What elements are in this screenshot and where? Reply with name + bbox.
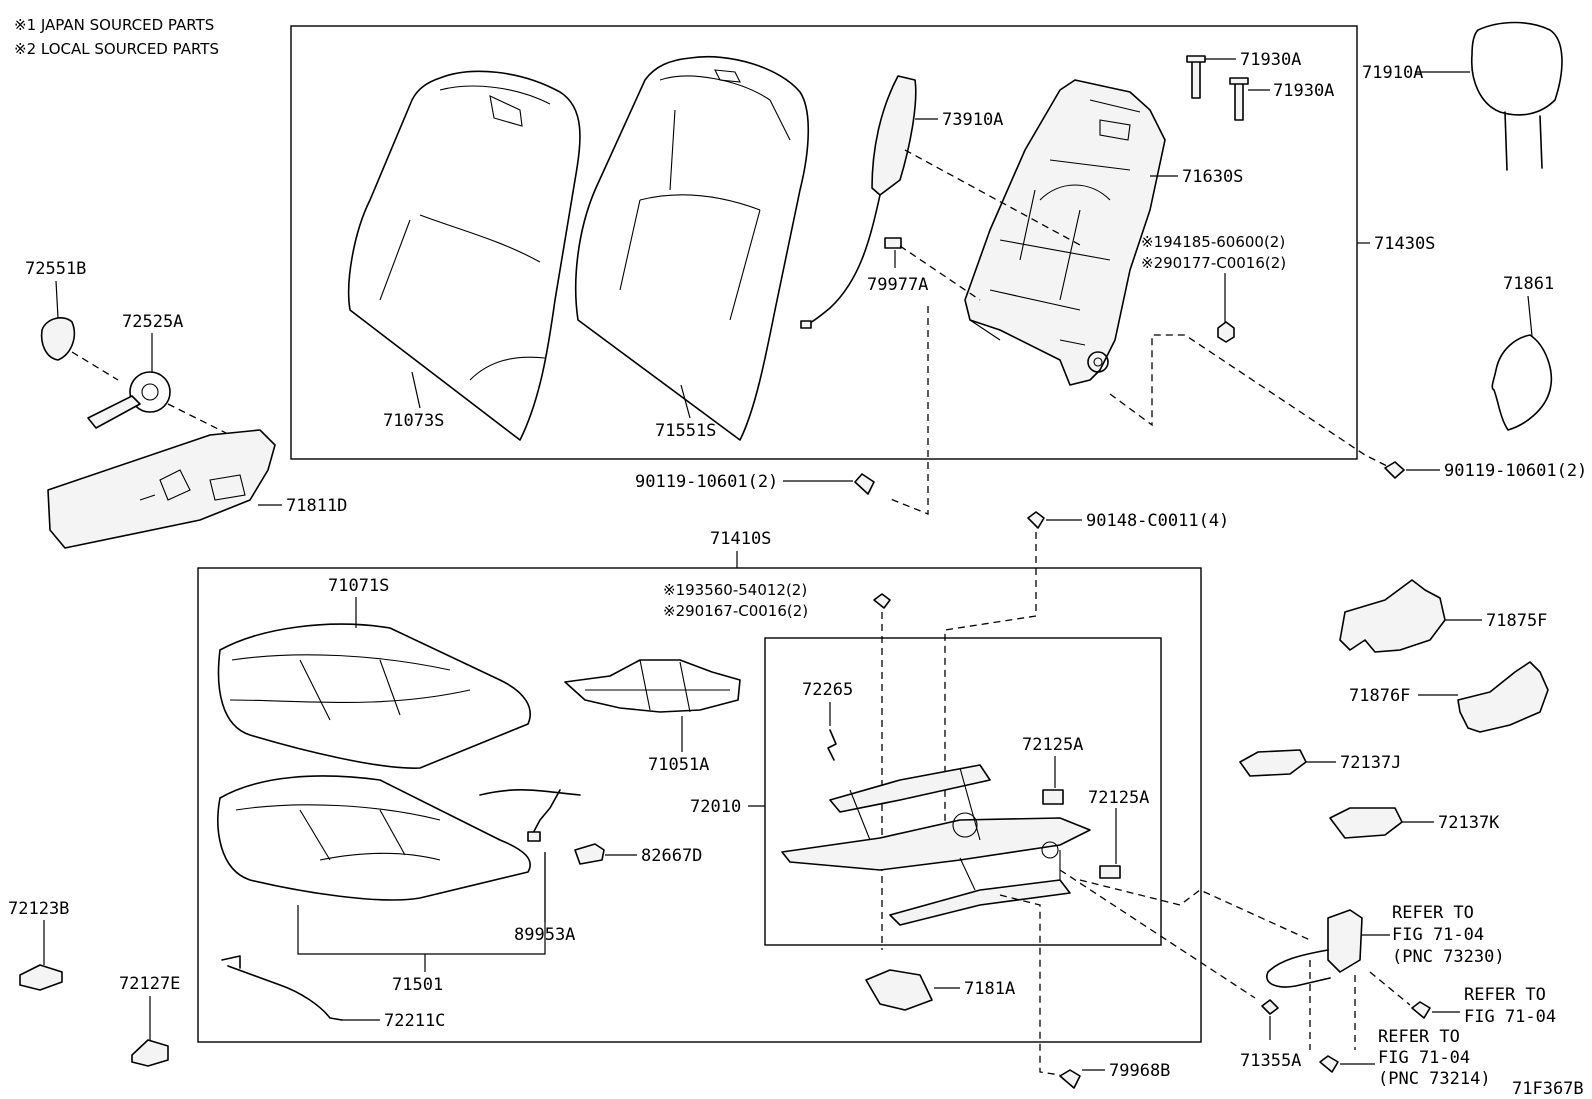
harness-drawing bbox=[479, 789, 581, 836]
seat-cushion-assembly-box bbox=[197, 567, 1202, 1043]
seat-adjuster-drawing bbox=[781, 764, 1091, 926]
label-79977a: 79977A bbox=[867, 275, 928, 295]
label-79968b: 79968B bbox=[1109, 1061, 1170, 1081]
cover-72137k-drawing bbox=[1329, 807, 1403, 839]
cushion-pad-drawing bbox=[217, 775, 531, 901]
seatback-frame-drawing bbox=[964, 79, 1166, 386]
label-71875f: 71875F bbox=[1486, 611, 1547, 631]
label-71051a: 71051A bbox=[648, 755, 709, 775]
ref3-line1: REFER TO bbox=[1378, 1027, 1460, 1047]
label-72525a: 72525A bbox=[122, 312, 183, 332]
nut-pnc73214-drawing bbox=[1319, 1055, 1339, 1073]
lever-7181a-drawing bbox=[865, 969, 933, 1011]
ref3-line3: (PNC 73214) bbox=[1378, 1069, 1491, 1089]
headrest-drawing bbox=[1470, 21, 1563, 171]
label-71430s: 71430S bbox=[1374, 234, 1435, 254]
note-local-sourced: ※2 LOCAL SOURCED PARTS bbox=[14, 40, 219, 58]
label-7181a: 7181A bbox=[964, 979, 1015, 999]
label-82667d: 82667D bbox=[641, 846, 702, 866]
clip-72127e-drawing bbox=[131, 1039, 169, 1067]
lumbar-support-drawing bbox=[800, 75, 917, 329]
ref1-line3: (PNC 73230) bbox=[1392, 947, 1505, 967]
cushion-spring-drawing bbox=[564, 659, 741, 713]
label-89953a: 89953A bbox=[514, 925, 575, 945]
bolt-right-drawing bbox=[1384, 461, 1405, 479]
label-72551b: 72551B bbox=[25, 259, 86, 279]
label-71930a-2: 71930A bbox=[1273, 81, 1334, 101]
label-71811d: 71811D bbox=[286, 496, 347, 516]
ref2-line1: REFER TO bbox=[1464, 985, 1546, 1005]
wire-72211c-drawing bbox=[221, 955, 343, 1021]
bolt-left-drawing bbox=[854, 473, 875, 495]
label-72211c: 72211C bbox=[384, 1011, 445, 1031]
label-90119-right: 90119-10601(2) bbox=[1444, 461, 1587, 481]
label-71910a: 71910A bbox=[1362, 63, 1423, 83]
label-71355a: 71355A bbox=[1240, 1051, 1301, 1071]
cover-72137j-drawing bbox=[1239, 749, 1307, 777]
clip-72125a-1-drawing bbox=[1042, 789, 1064, 805]
cushion-cover-drawing bbox=[217, 623, 531, 769]
label-71410s: 71410S bbox=[710, 529, 771, 549]
bolt-90148-drawing bbox=[1027, 511, 1045, 529]
label-93560-54012: ※193560-54012(2) bbox=[663, 581, 807, 599]
label-72265: 72265 bbox=[802, 680, 853, 700]
note-japan-sourced: ※1 JAPAN SOURCED PARTS bbox=[14, 16, 214, 34]
knob-cap-drawing bbox=[40, 317, 76, 361]
clip-72125a-2-drawing bbox=[1099, 865, 1121, 879]
label-71551s: 71551S bbox=[655, 421, 716, 441]
side-shield-drawing bbox=[47, 429, 276, 549]
label-72137j: 72137J bbox=[1340, 753, 1401, 773]
label-72010: 72010 bbox=[690, 797, 741, 817]
nut-ref-71-04-drawing bbox=[1411, 1001, 1431, 1019]
headrest-guide-drawing bbox=[1186, 55, 1249, 121]
label-71930a-1: 71930A bbox=[1240, 50, 1301, 70]
label-71876f: 71876F bbox=[1349, 686, 1410, 706]
nut-drawing bbox=[1217, 321, 1235, 343]
label-72125a-2: 72125A bbox=[1088, 788, 1149, 808]
label-73910a: 73910A bbox=[942, 110, 1003, 130]
harness-connector-drawing bbox=[527, 831, 541, 842]
seatback-pad-drawing bbox=[574, 55, 810, 441]
label-71630s: 71630S bbox=[1182, 167, 1243, 187]
ref1-line2: FIG 71-04 bbox=[1392, 925, 1484, 945]
connector-82667d-drawing bbox=[574, 843, 605, 865]
label-71073s: 71073S bbox=[383, 411, 444, 431]
spring-72265-drawing bbox=[827, 729, 837, 761]
cover-71876f-drawing bbox=[1457, 661, 1549, 733]
clip-79968b-drawing bbox=[1059, 1069, 1081, 1089]
ref2-line2: FIG 71-04 bbox=[1464, 1007, 1556, 1027]
adjuster-subassembly-box bbox=[764, 637, 1162, 946]
clip-72123b-drawing bbox=[19, 964, 63, 991]
label-71071s: 71071S bbox=[328, 576, 389, 596]
cover-71875f-drawing bbox=[1339, 579, 1446, 653]
label-71501: 71501 bbox=[392, 975, 443, 995]
figure-id: 71F367B bbox=[1512, 1079, 1584, 1099]
label-72127e: 72127E bbox=[119, 974, 180, 994]
label-tag-drawing bbox=[884, 237, 902, 249]
label-94185-60600: ※194185-60600(2) bbox=[1141, 233, 1285, 251]
label-72125a-1: 72125A bbox=[1022, 735, 1083, 755]
label-90148: 90148-C0011(4) bbox=[1086, 511, 1229, 531]
label-90177-c0016: ※290177-C0016(2) bbox=[1141, 254, 1286, 272]
headrest-cover-drawing bbox=[1491, 334, 1553, 431]
bolt-93560-drawing bbox=[873, 593, 891, 609]
label-71861: 71861 bbox=[1503, 274, 1554, 294]
bolt-71355a-drawing bbox=[1261, 999, 1279, 1015]
label-72123b: 72123B bbox=[8, 899, 69, 919]
label-90119-left: 90119-10601(2) bbox=[635, 472, 778, 492]
recliner-knob-drawing bbox=[87, 371, 171, 429]
label-72137k: 72137K bbox=[1438, 813, 1500, 833]
seatbelt-buckle-drawing bbox=[1266, 909, 1363, 988]
seatback-cover-drawing bbox=[347, 70, 581, 441]
ref3-line2: FIG 71-04 bbox=[1378, 1048, 1470, 1068]
ref1-line1: REFER TO bbox=[1392, 903, 1474, 923]
label-90167-c0016: ※290167-C0016(2) bbox=[663, 602, 808, 620]
